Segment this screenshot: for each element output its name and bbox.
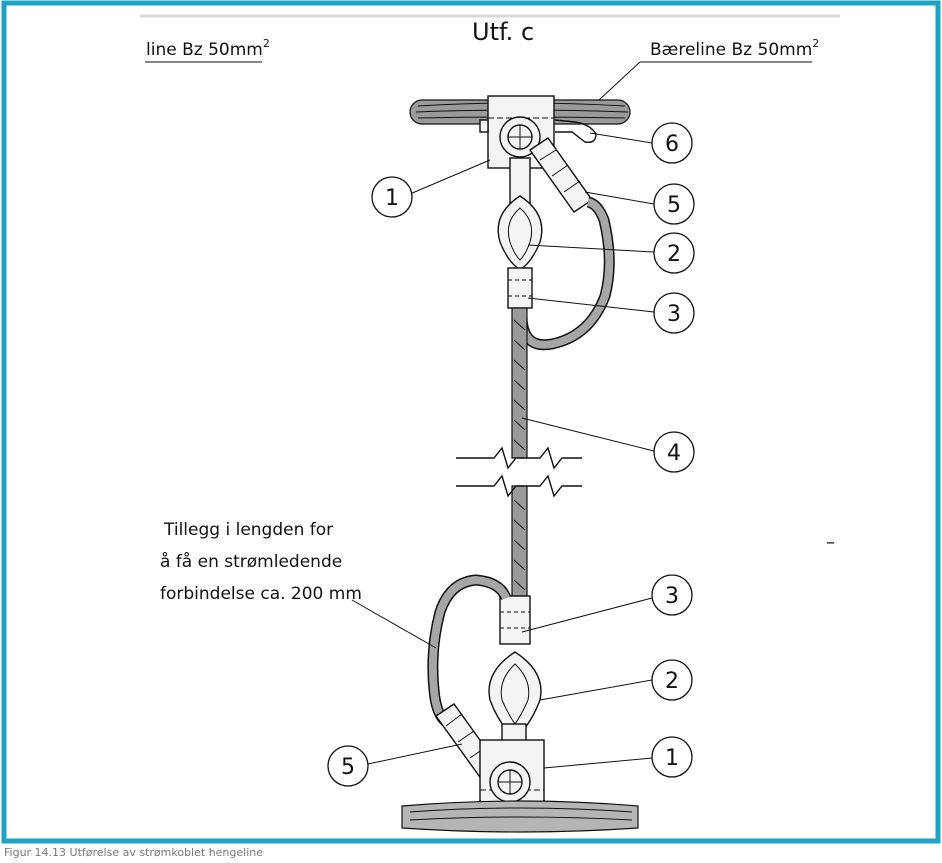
bottom-ferrule <box>499 595 531 645</box>
svg-text:2: 2 <box>665 669 679 694</box>
drawing-title: Utf. c <box>472 18 534 46</box>
callout-2-top: 2 <box>653 232 695 274</box>
svg-text:1: 1 <box>665 746 679 771</box>
main-rope <box>511 307 528 597</box>
svg-text:forbindelse ca. 200 mm: forbindelse ca. 200 mm <box>160 584 362 604</box>
callout-2-bottom: 2 <box>651 659 693 701</box>
svg-text:å få en strømledende: å få en strømledende <box>160 551 342 572</box>
callout-1-top: 1 <box>371 176 413 218</box>
top-ferrule <box>507 267 533 309</box>
callout-3-top: 3 <box>653 292 695 334</box>
svg-text:3: 3 <box>665 584 679 609</box>
svg-text:5: 5 <box>667 193 681 218</box>
bottom-conductor <box>401 800 639 833</box>
svg-text:1: 1 <box>385 186 399 211</box>
length-note: Tillegg i lengden for å få en strømleden… <box>160 520 362 604</box>
svg-text:6: 6 <box>665 132 679 157</box>
svg-text:2: 2 <box>667 242 681 267</box>
leader-lines <box>351 132 655 769</box>
callout-6-top: 6 <box>651 122 693 164</box>
svg-text:4: 4 <box>667 441 681 466</box>
figure-caption: Figur 14.13 Utførelse av strømkoblet hen… <box>4 846 264 859</box>
side-mark: – <box>826 532 835 553</box>
left-wire-label: line Bz 50mm2 <box>146 37 270 60</box>
callout-5-top: 5 <box>653 183 695 225</box>
break-line-upper <box>456 446 582 470</box>
bottom-clamp <box>479 739 545 813</box>
top-connector-sleeve <box>529 137 593 213</box>
right-wire-label: Bæreline Bz 50mm2 <box>650 37 819 60</box>
callout-1-bottom: 1 <box>651 736 693 778</box>
svg-text:3: 3 <box>667 302 681 327</box>
top-thimble <box>497 195 543 271</box>
callout-5-bottom: 5 <box>327 745 369 787</box>
frame-border <box>1 0 941 844</box>
callout-4: 4 <box>653 431 695 473</box>
break-line-lower <box>456 474 582 498</box>
svg-text:5: 5 <box>341 755 355 780</box>
svg-text:Tillegg i lengden for: Tillegg i lengden for <box>163 520 333 540</box>
callout-3-bottom: 3 <box>651 574 693 616</box>
